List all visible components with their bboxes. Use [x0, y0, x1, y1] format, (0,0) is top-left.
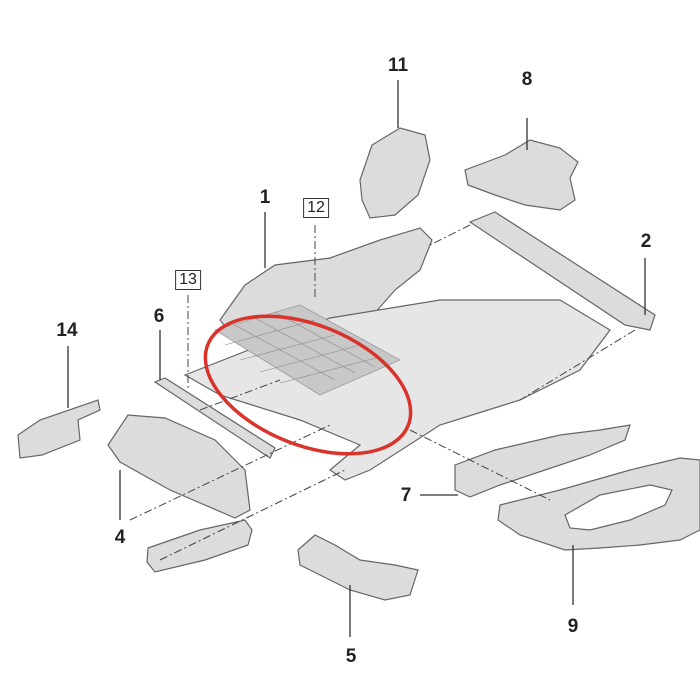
- part-6-trim-strip[interactable]: [153, 377, 276, 459]
- label-part-2: 2: [640, 231, 652, 252]
- lower-trim-piece[interactable]: [146, 519, 253, 573]
- part-4-housing[interactable]: [107, 414, 251, 519]
- label-part-7: 7: [400, 485, 412, 506]
- label-part-12: 12: [303, 198, 329, 218]
- label-part-8: 8: [521, 69, 533, 90]
- part-2-rail[interactable]: [468, 211, 656, 331]
- label-part-6: 6: [153, 306, 165, 327]
- part-14-cover[interactable]: [17, 399, 101, 459]
- part-5-bracket[interactable]: [297, 534, 419, 601]
- part-7-bracket[interactable]: [454, 424, 631, 498]
- label-part-1: 1: [259, 187, 271, 208]
- highlight-ellipse: [203, 314, 413, 456]
- part-8-bracket[interactable]: [464, 139, 579, 211]
- label-part-13: 13: [175, 270, 201, 290]
- label-part-5: 5: [345, 646, 357, 667]
- label-part-14: 14: [56, 320, 78, 341]
- label-part-4: 4: [114, 527, 126, 548]
- label-part-11: 11: [387, 55, 409, 76]
- part-11-cover[interactable]: [359, 127, 431, 219]
- label-part-9: 9: [567, 616, 579, 637]
